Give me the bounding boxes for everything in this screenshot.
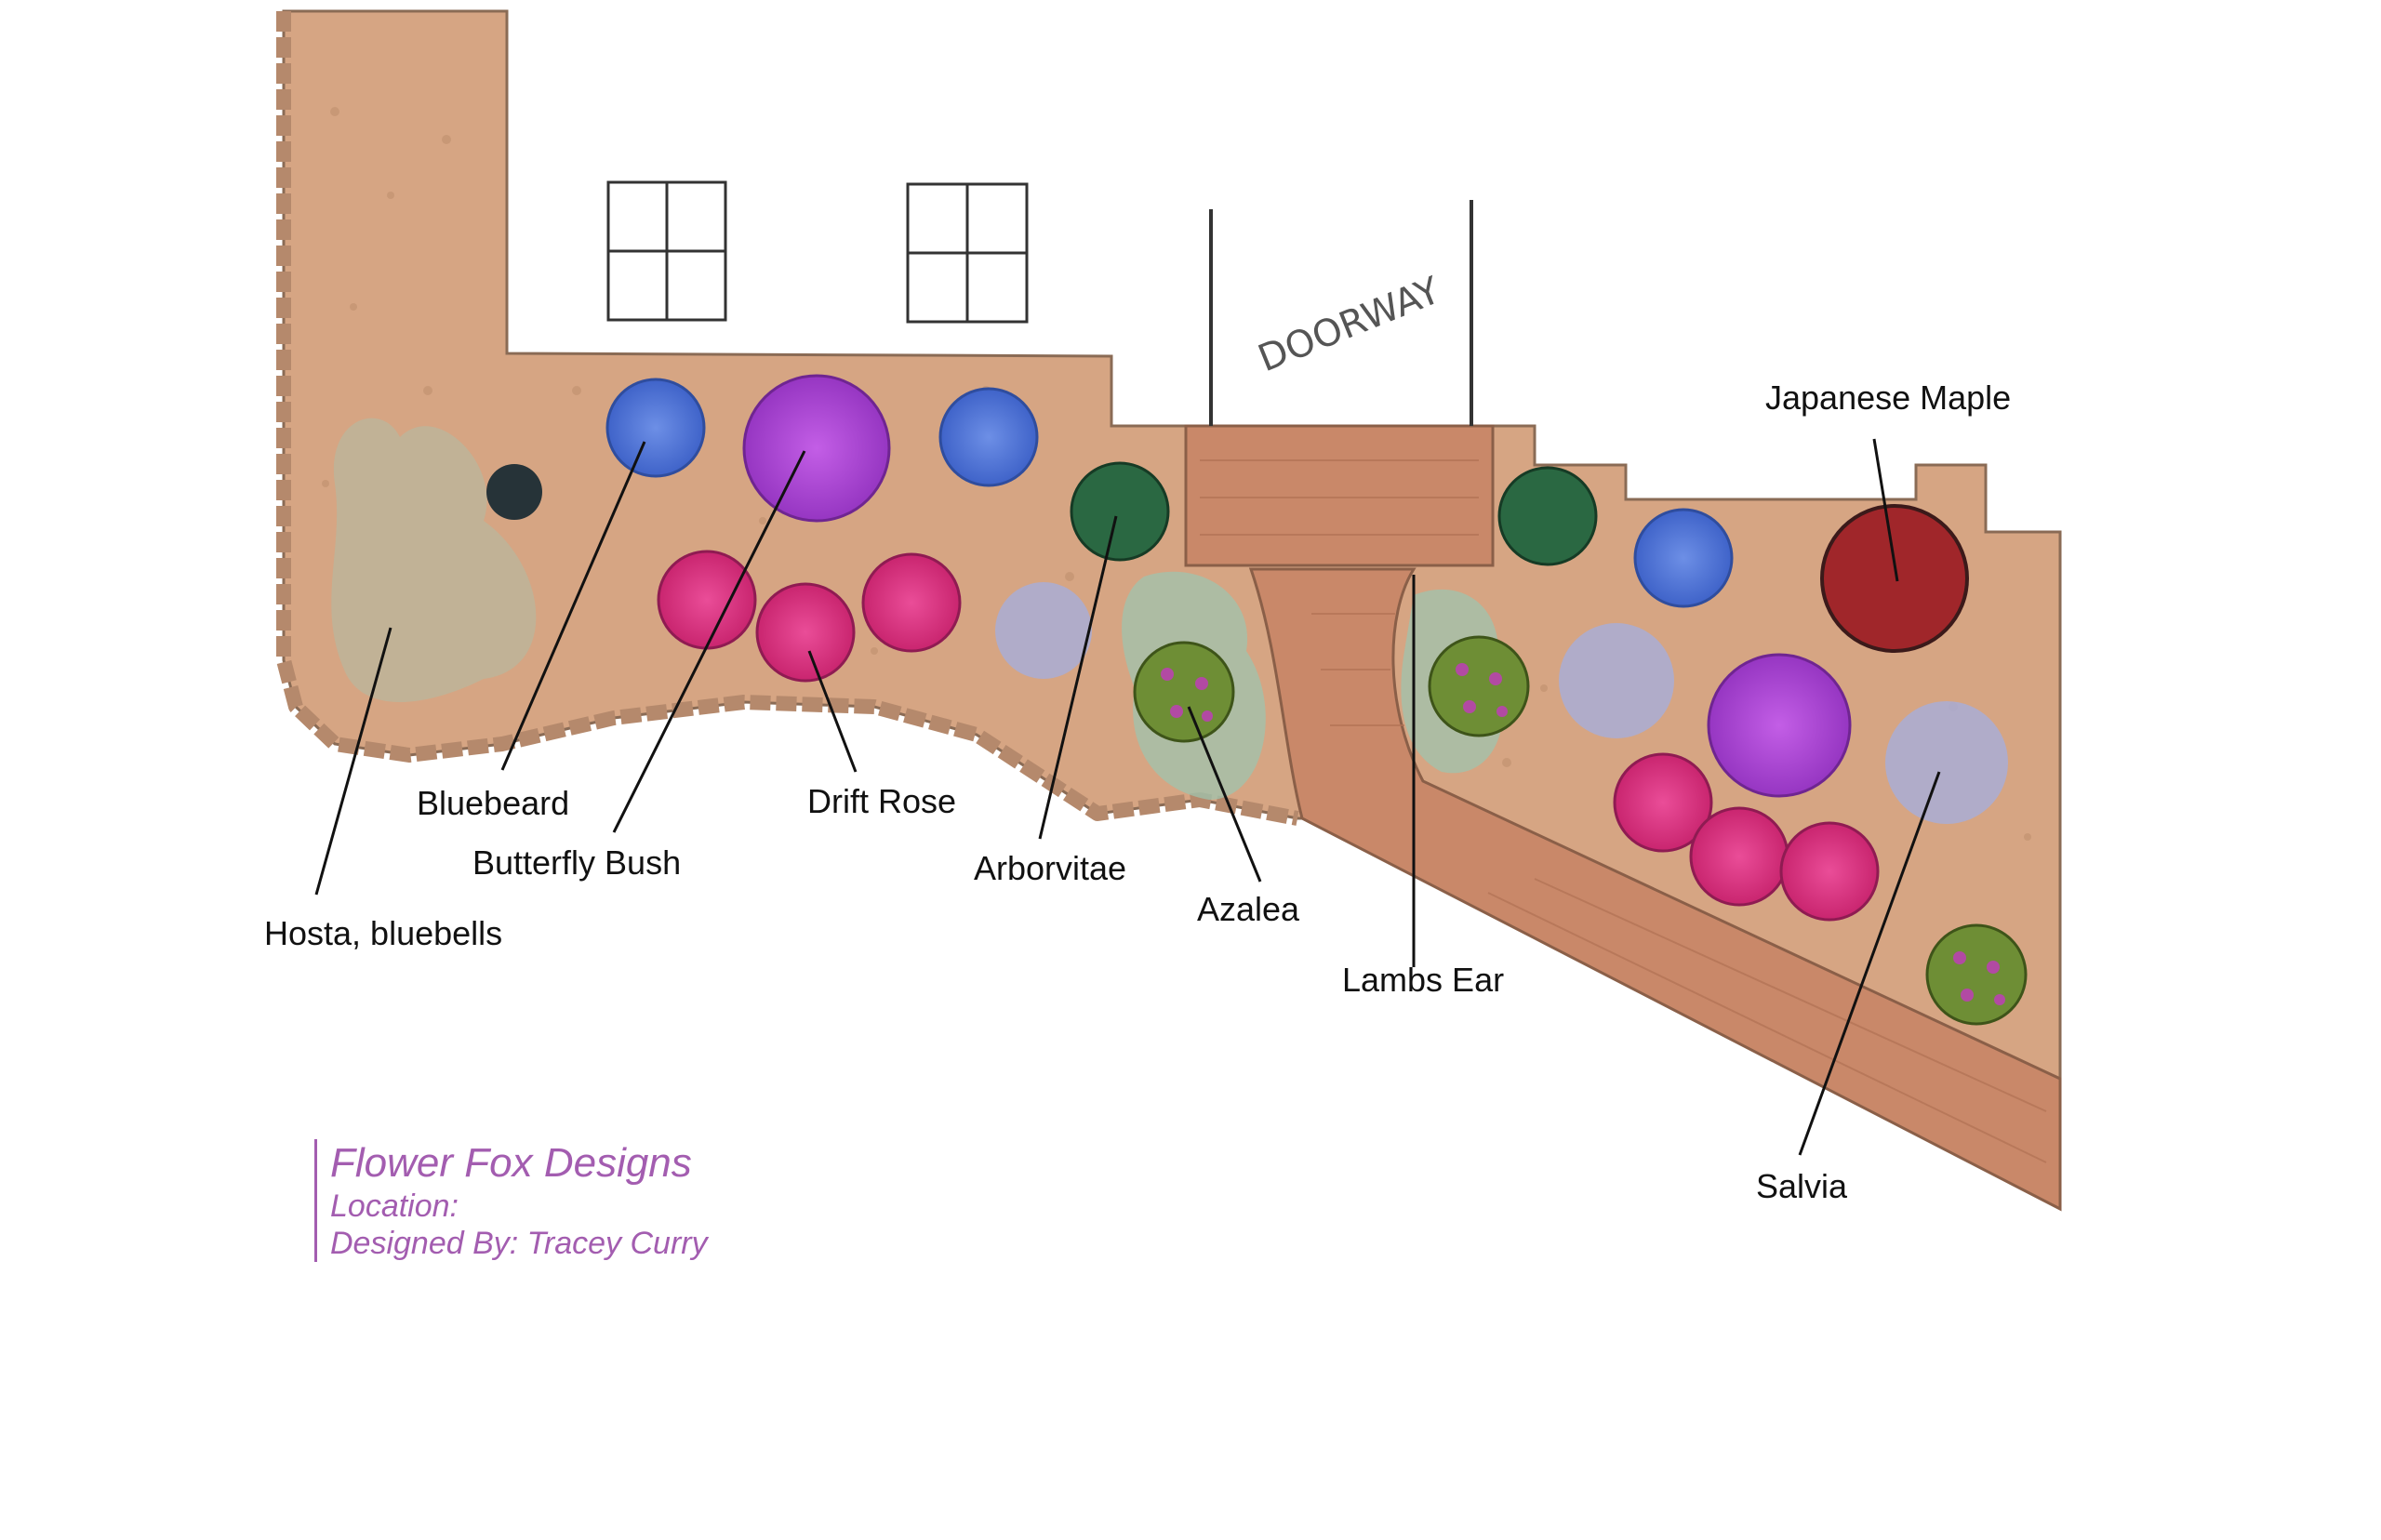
designer-credit: Flower Fox Designs Location: Designed By… [314,1139,708,1262]
label-butterfly-bush: Butterfly Bush [472,843,681,882]
salvia-patch-1 [995,582,1092,679]
butterfly-bush-shrub-1 [742,374,891,523]
location-label: Location: [330,1188,459,1224]
doorway-label: DOORWAY [1253,269,1447,380]
label-hosta-bluebells: Hosta, bluebells [264,914,502,952]
azalea-shrub-3 [1925,923,2028,1026]
japanese-maple-tree [1820,504,1969,653]
drift-rose-shrub-1 [657,550,757,650]
hosta-bluebells-patch [331,418,537,702]
bluebeard-shrub-2 [938,387,1039,487]
company-name: Flower Fox Designs [330,1140,692,1186]
arborvitae-shrub-2 [1497,466,1598,566]
label-drift-rose: Drift Rose [807,782,956,820]
drift-rose-shrub-4 [1613,752,1713,853]
feature-marker [486,464,542,520]
brick-walkway [1184,424,2062,1212]
label-salvia: Salvia [1756,1167,1848,1205]
label-japanese-maple: Japanese Maple [1765,378,2011,417]
salvia-patch-2 [1559,623,1674,738]
drift-rose-shrub-3 [861,552,962,653]
window-left [606,180,727,322]
arborvitae-shrub-1 [1070,461,1170,562]
planting-bed [282,9,2062,1082]
drift-rose-shrub-5 [1689,806,1789,907]
bluebeard-shrub-3 [1633,508,1734,608]
label-bluebeard: Bluebeard [417,784,569,822]
designer-name: Designed By: Tracey Curry [330,1226,708,1261]
drift-rose-shrub-6 [1779,821,1880,922]
azalea-shrub-2 [1428,635,1530,737]
butterfly-bush-shrub-2 [1707,653,1852,798]
leader-lines [314,438,1941,1156]
doorway: DOORWAY [1209,200,1473,426]
bluebeard-shrub-1 [605,378,706,478]
label-lambs-ear: Lambs Ear [1342,961,1504,999]
label-arborvitae: Arborvitae [974,849,1126,887]
stone-edging [276,11,1299,826]
azalea-shrub-1 [1133,641,1235,743]
salvia-patch-3 [1885,701,2008,824]
drift-rose-shrub-2 [755,582,856,683]
label-azalea: Azalea [1197,890,1300,928]
window-right [906,182,1029,324]
